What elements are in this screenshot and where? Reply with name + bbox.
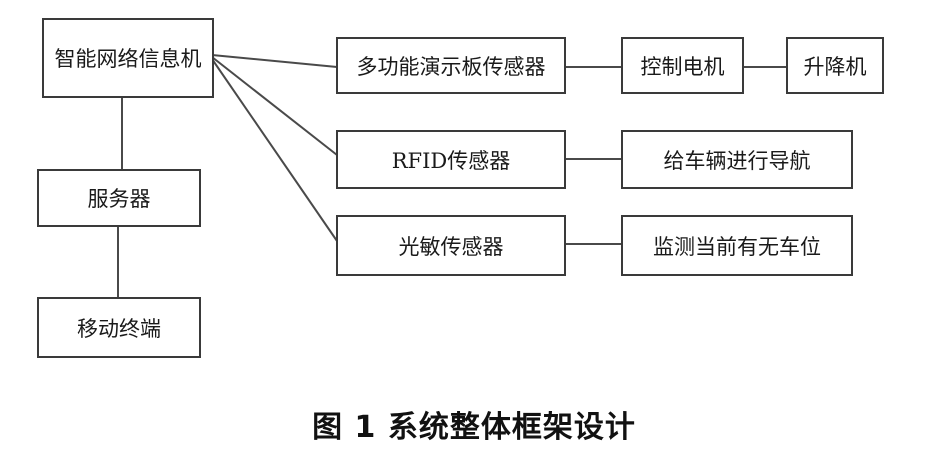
node-rfid-sensor: RFID传感器: [336, 130, 566, 189]
node-server: 服务器: [37, 169, 201, 227]
node-vehicle-navigation: 给车辆进行导航: [621, 130, 853, 189]
edge-info-multisensor: [211, 54, 338, 68]
edge-info-rfid: [211, 56, 338, 156]
node-info-machine: 智能网络信息机: [42, 18, 214, 98]
figure-caption: 图 1 系统整体框架设计: [312, 410, 636, 445]
node-control-motor: 控制电机: [621, 37, 744, 94]
node-parking-monitor: 监测当前有无车位: [621, 215, 853, 276]
node-lift: 升降机: [786, 37, 884, 94]
node-mobile-terminal: 移动终端: [37, 297, 201, 358]
edge-info-light: [211, 58, 338, 242]
node-light-sensor: 光敏传感器: [336, 215, 566, 276]
node-multifunction-sensor: 多功能演示板传感器: [336, 37, 566, 94]
